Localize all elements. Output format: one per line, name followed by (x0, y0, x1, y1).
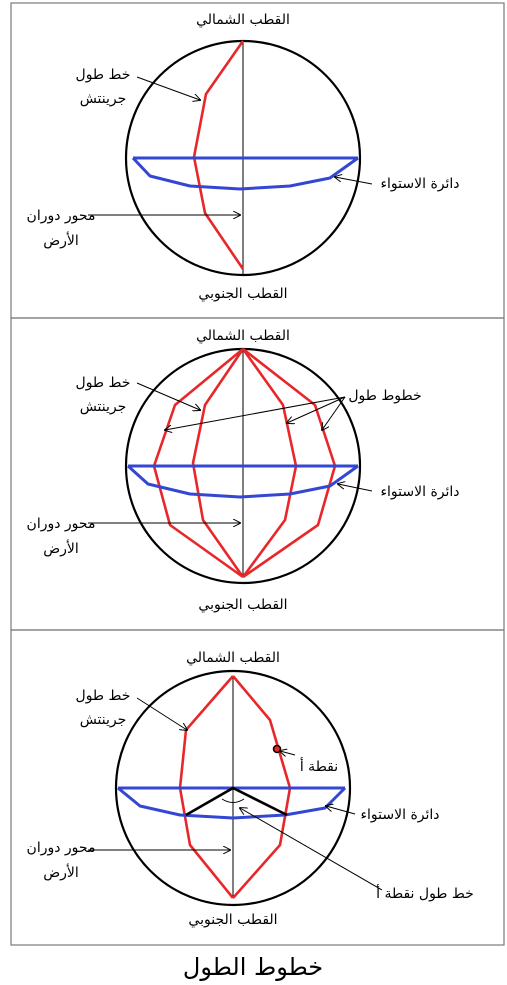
greenwich-arrow (136, 382, 200, 410)
greenwich-meridian (192, 40, 245, 270)
equator-arrow (338, 484, 373, 492)
greenwich-label-line-1: خط طول (76, 67, 131, 83)
north-pole-label: القطب الشمالي (196, 328, 290, 344)
south-pole-label: القطب الجنوبي (198, 286, 287, 302)
point-meridian-label: خط طول نقطة أ (376, 884, 474, 902)
greenwich-label-line-1: خط طول (76, 375, 131, 391)
meridians-arrow-2 (287, 396, 346, 423)
meridian-west (152, 347, 244, 579)
equator-label: دائرة الاستواء (360, 807, 439, 823)
point-a-arrow (280, 751, 296, 755)
panel-3-frame (10, 629, 505, 946)
panel-2: القطب الشمالي خط طول جرينتش خطوط طول دائ… (10, 317, 505, 631)
south-pole-label: القطب الجنوبي (198, 597, 287, 613)
meridian-east-outer (242, 347, 337, 579)
equator-arrow (326, 806, 356, 815)
axis-label-line-1: محور دوران (27, 840, 96, 856)
north-pole-label: القطب الشمالي (186, 650, 280, 666)
meridians-label: خطوط طول (348, 388, 421, 404)
point-meridian-arrow (240, 808, 383, 891)
greenwich-label-line-2: جرينتش (80, 712, 127, 728)
equator-label: دائرة الاستواء (380, 176, 459, 192)
greenwich-arrow (136, 76, 200, 100)
equator-front-arc (117, 786, 347, 820)
globe-outline (114, 669, 352, 907)
equator-arrow (335, 177, 373, 185)
axis-label-line-2: الأرض (43, 231, 79, 249)
equator-label: دائرة الاستواء (380, 484, 459, 500)
south-pole-label: القطب الجنوبي (188, 912, 277, 928)
axis-label-line-2: الأرض (43, 539, 79, 557)
north-pole-label: القطب الشمالي (196, 12, 290, 28)
point-a-label: نقطة أ (300, 757, 338, 775)
longitude-angle (185, 786, 288, 817)
panel-1-frame (10, 2, 505, 319)
greenwich-label-line-1: خط طول (76, 688, 131, 704)
axis-label-line-1: محور دوران (27, 208, 96, 224)
equator-front-arc (131, 156, 359, 191)
meridians-arrow-1 (165, 396, 346, 430)
axis-label-line-2: الأرض (43, 863, 79, 881)
point-a-marker (272, 744, 282, 754)
figure-caption: خطوط الطول (183, 953, 323, 981)
panel-1: القطب الشمالي خط طول جرينتش دائرة الاستو… (10, 2, 505, 319)
panel-3: القطب الشمالي خط طول جرينتش نقطة أ دائرة… (10, 629, 505, 946)
greenwich-arrow (136, 697, 187, 730)
axis-label-line-1: محور دوران (27, 516, 96, 532)
greenwich-label-line-2: جرينتش (80, 91, 127, 107)
meridians-arrow-3 (322, 396, 346, 430)
greenwich-meridian (191, 348, 245, 578)
angle-arc (221, 798, 245, 803)
greenwich-label-line-2: جرينتش (80, 399, 127, 415)
equator-front-arc (126, 464, 359, 499)
